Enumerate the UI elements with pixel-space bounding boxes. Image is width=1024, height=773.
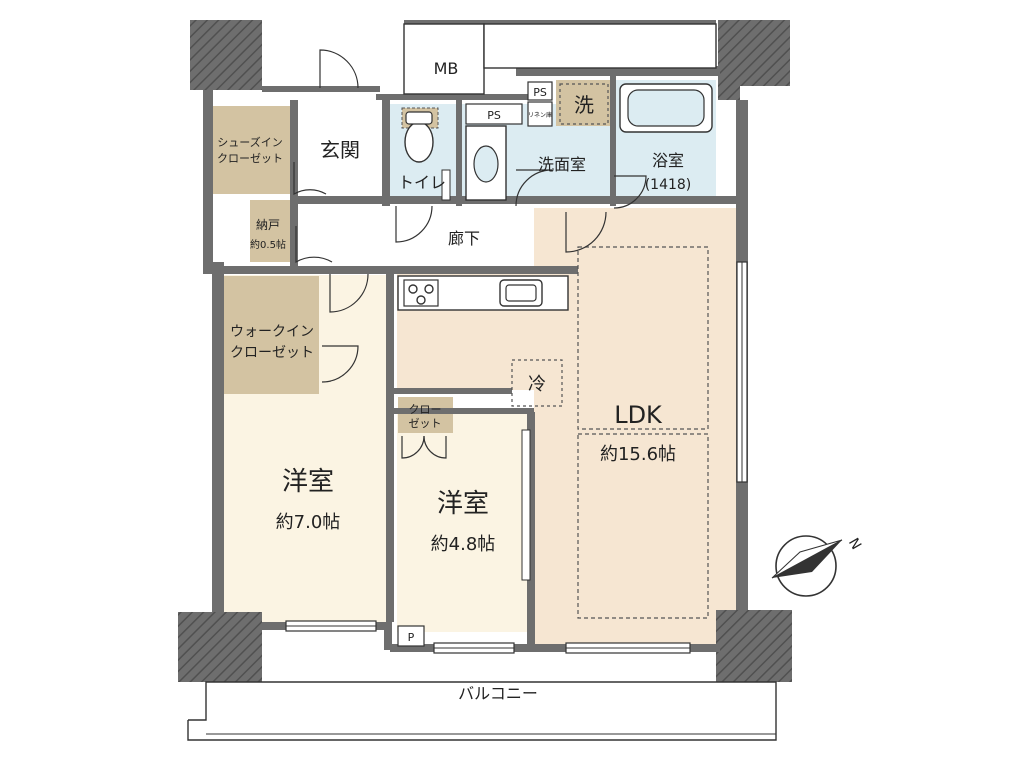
- label-bathroom: 浴室: [652, 151, 684, 170]
- label-room2-size: 約4.8帖: [431, 534, 496, 555]
- washroom-door[interactable]: [515, 169, 553, 207]
- label-pipe-space: P: [408, 631, 415, 644]
- walkin-closet-floor: [224, 276, 319, 394]
- label-entrance: 玄関: [320, 138, 360, 162]
- wall-top-entrance: [262, 86, 380, 92]
- toilet-counter: [441, 169, 451, 201]
- stove-icon: [403, 279, 439, 307]
- label-ldk: LDK: [614, 401, 663, 429]
- label-ldk-size: 約15.6帖: [600, 444, 676, 465]
- walkin-door[interactable]: [321, 345, 359, 383]
- label-toilet: トイレ: [398, 173, 446, 192]
- label-mb: MB: [434, 59, 459, 78]
- toilet-icon: [401, 107, 439, 163]
- entrance-closet-door[interactable]: [293, 162, 327, 196]
- label-bath-size: (1418): [645, 177, 692, 193]
- wall-corner-top-left: [190, 20, 262, 90]
- label-ps-mid: PS: [487, 109, 501, 122]
- wall-toilet-left: [382, 96, 390, 206]
- wall-kitchen-bottom: [394, 388, 512, 394]
- bath-door[interactable]: [613, 175, 647, 209]
- wall-top-wet: [376, 94, 532, 100]
- ldk-zone-lower: [577, 433, 709, 619]
- washer-space: [559, 83, 609, 125]
- fridge-space: [511, 359, 563, 407]
- toilet-door[interactable]: [395, 205, 433, 243]
- room2-side-window: [521, 429, 531, 581]
- wall-room1-right: [386, 270, 394, 622]
- label-room1-name: 洋室: [282, 467, 334, 497]
- windows: [285, 261, 748, 654]
- label-corridor: 廊下: [448, 229, 480, 248]
- nando-floor: [250, 200, 294, 262]
- label-washroom: 洗面室: [538, 155, 586, 174]
- wall-bath-left: [610, 76, 616, 206]
- wall-room2-top: [394, 408, 534, 414]
- closet-door-left[interactable]: [401, 435, 425, 459]
- mb-adjacent-box: [483, 23, 717, 69]
- label-room1-size: 約7.0帖: [276, 512, 341, 533]
- label-closet-2: ゼット: [409, 417, 442, 430]
- wall-top-mb: [404, 20, 716, 26]
- label-wash: 洗: [574, 93, 594, 117]
- wall-left-upper: [203, 90, 213, 274]
- label-balcony: バルコニー: [458, 684, 538, 703]
- wall-corner-bottom-left: [178, 612, 262, 682]
- wall-bottom-right: [390, 644, 720, 652]
- label-walkin-2: クローゼット: [230, 345, 314, 361]
- shoes-closet-floor: [211, 106, 290, 194]
- ldk-zone-upper: [577, 246, 709, 430]
- room2-closet-floor: [398, 397, 453, 433]
- wall-corner-top-right: [718, 20, 790, 100]
- wall-top-bath: [516, 66, 720, 76]
- ldk-door[interactable]: [565, 211, 607, 253]
- mb-box: [403, 23, 485, 95]
- nando-door[interactable]: [295, 226, 333, 264]
- room2-floor: [397, 412, 527, 632]
- label-fridge: 冷: [528, 374, 546, 395]
- closet-door-right[interactable]: [423, 435, 447, 459]
- label-shoes-closet-1: シューズイン: [217, 135, 282, 149]
- wall-corridor-bottom: [222, 266, 578, 274]
- label-walkin-1: ウォークイン: [230, 324, 314, 340]
- wall-bottom-mid: [384, 622, 392, 650]
- wall-left-lower: [212, 262, 224, 622]
- doors: [293, 49, 647, 459]
- ps-top-box: [527, 81, 553, 101]
- wall-corner-bottom-right: [716, 610, 792, 682]
- wall-toilet-right: [456, 98, 462, 206]
- label-storage-size: 約0.5帖: [250, 238, 286, 251]
- ps-mid-box: [465, 103, 523, 125]
- ldk-floor-upper: [569, 220, 736, 280]
- room1-door[interactable]: [329, 273, 369, 313]
- entrance-door[interactable]: [319, 49, 359, 89]
- label-closet-1: クロー: [409, 403, 442, 416]
- wash-space-floor: [556, 80, 612, 126]
- wall-ldk-left: [527, 412, 535, 650]
- label-shoes-closet-2: クローゼット: [217, 152, 283, 165]
- label-linen: リネン庫: [528, 111, 552, 119]
- linen-box: [527, 101, 553, 127]
- pipe-space-box: [397, 625, 425, 647]
- label-ps-top: PS: [533, 86, 547, 99]
- wash-basin-icon: [465, 125, 507, 201]
- bathtub-icon: [619, 83, 713, 133]
- label-room2-name: 洋室: [437, 489, 489, 519]
- balcony-outline: [187, 681, 777, 741]
- kitchen-sink-icon: [499, 279, 543, 307]
- label-north: N: [845, 535, 864, 552]
- north-arrow-icon: [771, 535, 843, 597]
- label-storage-name: 納戸: [256, 218, 280, 232]
